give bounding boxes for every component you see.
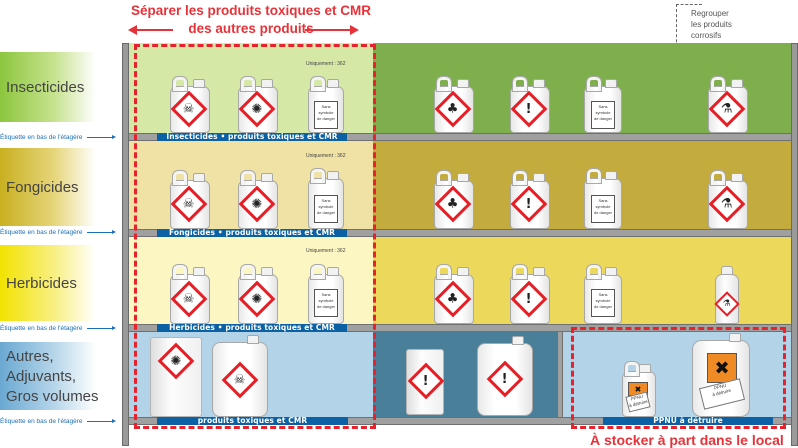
exclamation-icon: !: [510, 185, 548, 223]
container-jerrycan: ✺: [238, 264, 278, 324]
environment-hazard-icon: ♣: [434, 185, 472, 223]
divider-post: [557, 332, 563, 417]
shelf-label-fongicides: Fongicides • produits toxiques et CMR: [157, 229, 347, 237]
container-jerrycan: !: [510, 76, 550, 133]
shelf-label-ppnu: PPNU à détruire: [603, 417, 773, 425]
container-bag: !: [406, 349, 445, 415]
title-line-1: Séparer les produits toxiques et CMR: [130, 3, 372, 18]
arrow-left-icon: [128, 25, 137, 35]
shelf-board: [129, 417, 791, 425]
container-jerrycan: ☠: [170, 76, 210, 133]
shelf-label-insecticides: Insecticides • produits toxiques et CMR: [157, 133, 347, 141]
container-jerrycan: ✺: [238, 170, 278, 229]
arrow-right-icon: [86, 419, 116, 423]
container-jerrycan: !: [510, 170, 550, 229]
category-fongicides: Fongicides: [0, 148, 120, 226]
shelf-label-note: Étiquette en bas de l'étagère: [0, 418, 116, 425]
container-bag: ✺: [150, 337, 202, 417]
shelf-label-autres: produits toxiques et CMR: [157, 417, 348, 425]
exclamation-icon: !: [510, 280, 548, 318]
exclamation-icon: !: [486, 360, 524, 398]
arrow-right-icon: [350, 25, 359, 35]
category-herbicides: Herbicides: [0, 245, 120, 321]
arrow-right-icon: [86, 135, 116, 139]
shelf-board: [129, 324, 791, 332]
shelf-board: [129, 229, 791, 237]
container-jerrycan: ♣: [434, 76, 474, 133]
environment-hazard-icon: ♣: [434, 90, 472, 128]
shelf-board: [129, 133, 791, 141]
container-jerrycan: ✺: [238, 76, 278, 133]
uniquement-note: Uniquement : 362: [306, 61, 346, 67]
category-line: Gros volumes: [6, 387, 99, 405]
shelf-post-right: [791, 43, 798, 446]
corrosive-note: Regrouper les produits corrosifs: [691, 8, 732, 41]
section-title: Séparer les produits toxiques et CMR des…: [120, 2, 382, 38]
toxic-cmr-zone-outline: [134, 44, 376, 429]
corrosive-icon: ⚗: [708, 90, 746, 128]
corrosive-icon: ⚗: [708, 185, 746, 223]
shelf-label-herbicides: Herbicides • produits toxiques et CMR: [157, 324, 347, 332]
shelf-post-left: [122, 43, 129, 446]
arrow-right-icon: [86, 326, 116, 330]
title-line-2: des autres produits: [188, 21, 314, 36]
container-jerrycan: ☠: [170, 264, 210, 324]
arrow-right-icon: [86, 230, 116, 234]
uniquement-note: Uniquement : 362: [306, 153, 346, 159]
container-bottle-corrosive: ⚗: [714, 266, 740, 324]
corrosive-note-line: corrosifs: [691, 31, 722, 40]
category-autres: Autres, Adjuvants, Gros volumes: [0, 342, 120, 410]
category-line: Autres,: [6, 347, 54, 365]
container-jerrycan-large: ☠: [212, 335, 268, 417]
uniquement-note: Uniquement : 362: [306, 248, 346, 254]
corrosive-divider-top: [676, 4, 702, 5]
container-jerrycan: ♣: [434, 170, 474, 229]
container-jerrycan: ♣: [434, 264, 474, 324]
exclamation-icon: !: [407, 362, 445, 400]
container-jerrycan-corrosive: ⚗: [708, 170, 748, 229]
corrosive-note-line: les produits: [691, 20, 732, 29]
environment-hazard-icon: ♣: [434, 280, 472, 318]
corrosive-icon: ⚗: [714, 291, 740, 317]
arrow-left-line: [131, 29, 173, 31]
category-insecticides: Insecticides: [0, 52, 120, 122]
container-jerrycan-large: !: [477, 336, 533, 416]
container-jerrycan: !: [510, 264, 550, 324]
ppnu-zone-outline: [571, 327, 786, 429]
shelf-label-note: Étiquette en bas de l'étagère: [0, 325, 116, 332]
category-line: Adjuvants,: [6, 367, 77, 385]
container-jerrycan: ☠: [170, 170, 210, 229]
ppnu-zone: [563, 332, 791, 417]
shelf-label-note: Étiquette en bas de l'étagère: [0, 229, 116, 236]
container-jerrycan-corrosive: ⚗: [708, 76, 748, 133]
corrosive-note-line: Regrouper: [691, 9, 729, 18]
shelf-label-note: Étiquette en bas de l'étagère: [0, 134, 116, 141]
arrow-right-line: [305, 29, 351, 31]
ppnu-storage-note: À stocker à part dans le local: [590, 432, 784, 448]
exclamation-icon: !: [510, 90, 548, 128]
